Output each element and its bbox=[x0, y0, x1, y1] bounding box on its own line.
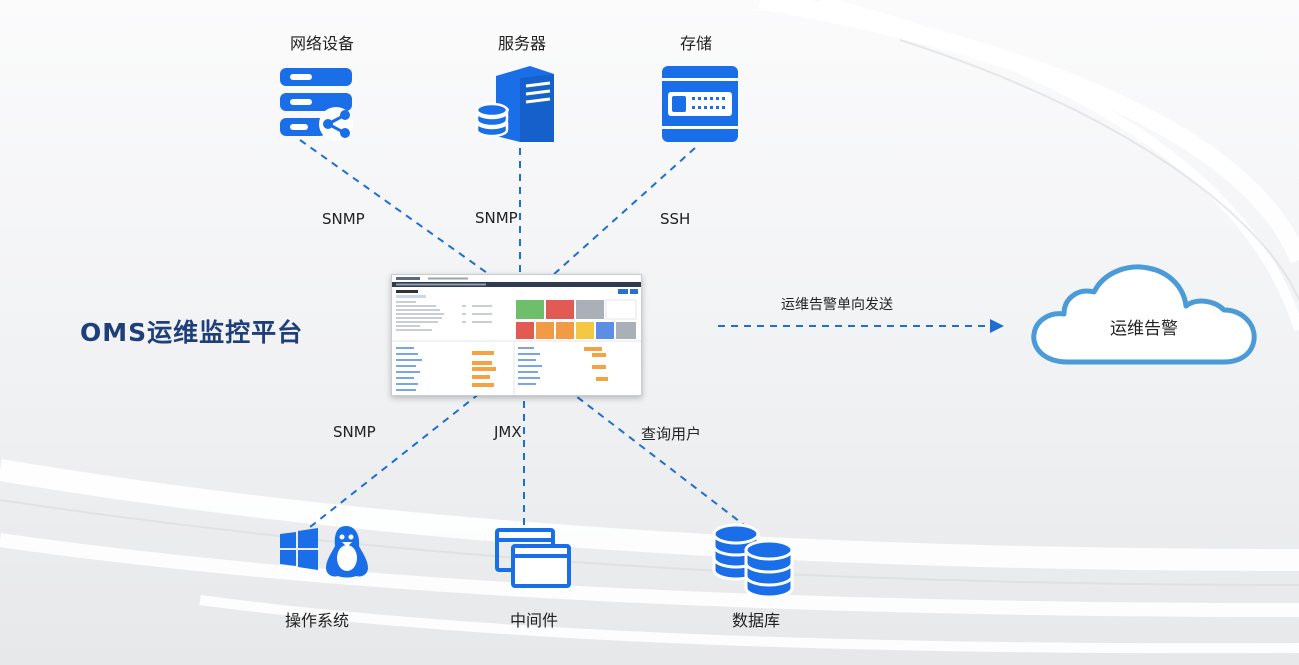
line-os bbox=[299, 392, 481, 536]
dashboard-thumbnail bbox=[391, 274, 642, 396]
server-icon bbox=[475, 66, 554, 142]
network-device-label: 网络设备 bbox=[289, 34, 354, 53]
line-network-device bbox=[299, 139, 491, 276]
storage-icon bbox=[662, 66, 738, 142]
cloud-label: 运维告警 bbox=[1110, 319, 1178, 339]
windows-icon bbox=[280, 528, 318, 570]
dashboard-thumbnail-drawing bbox=[392, 275, 641, 395]
alert-arrow-label: 运维告警单向发送 bbox=[781, 297, 893, 313]
platform-title: OMS运维监控平台 bbox=[80, 318, 304, 347]
protocol-middleware: JMX bbox=[494, 423, 522, 441]
protocol-os: SNMP bbox=[333, 423, 376, 441]
protocol-storage: SSH bbox=[660, 210, 691, 228]
middleware-label: 中间件 bbox=[509, 611, 558, 630]
arrow-head bbox=[990, 319, 1004, 333]
storage-label: 存储 bbox=[679, 34, 712, 53]
windows-linux-icon bbox=[280, 526, 368, 578]
protocol-network-device: SNMP bbox=[322, 210, 365, 228]
protocol-database: 查询用户 bbox=[641, 425, 702, 443]
cloud-icon bbox=[1031, 264, 1257, 365]
database-icon bbox=[712, 523, 794, 598]
os-label: 操作系统 bbox=[284, 611, 349, 630]
alert-cloud: 运维告警 bbox=[1028, 262, 1260, 370]
middleware-window-icon bbox=[495, 528, 571, 588]
server-label: 服务器 bbox=[497, 34, 546, 53]
linux-tux-icon bbox=[326, 526, 368, 578]
protocol-server: SNMP bbox=[475, 209, 518, 227]
database-label: 数据库 bbox=[731, 611, 780, 630]
line-storage bbox=[552, 147, 696, 276]
network-device-icon bbox=[280, 68, 353, 141]
line-database bbox=[571, 392, 749, 529]
